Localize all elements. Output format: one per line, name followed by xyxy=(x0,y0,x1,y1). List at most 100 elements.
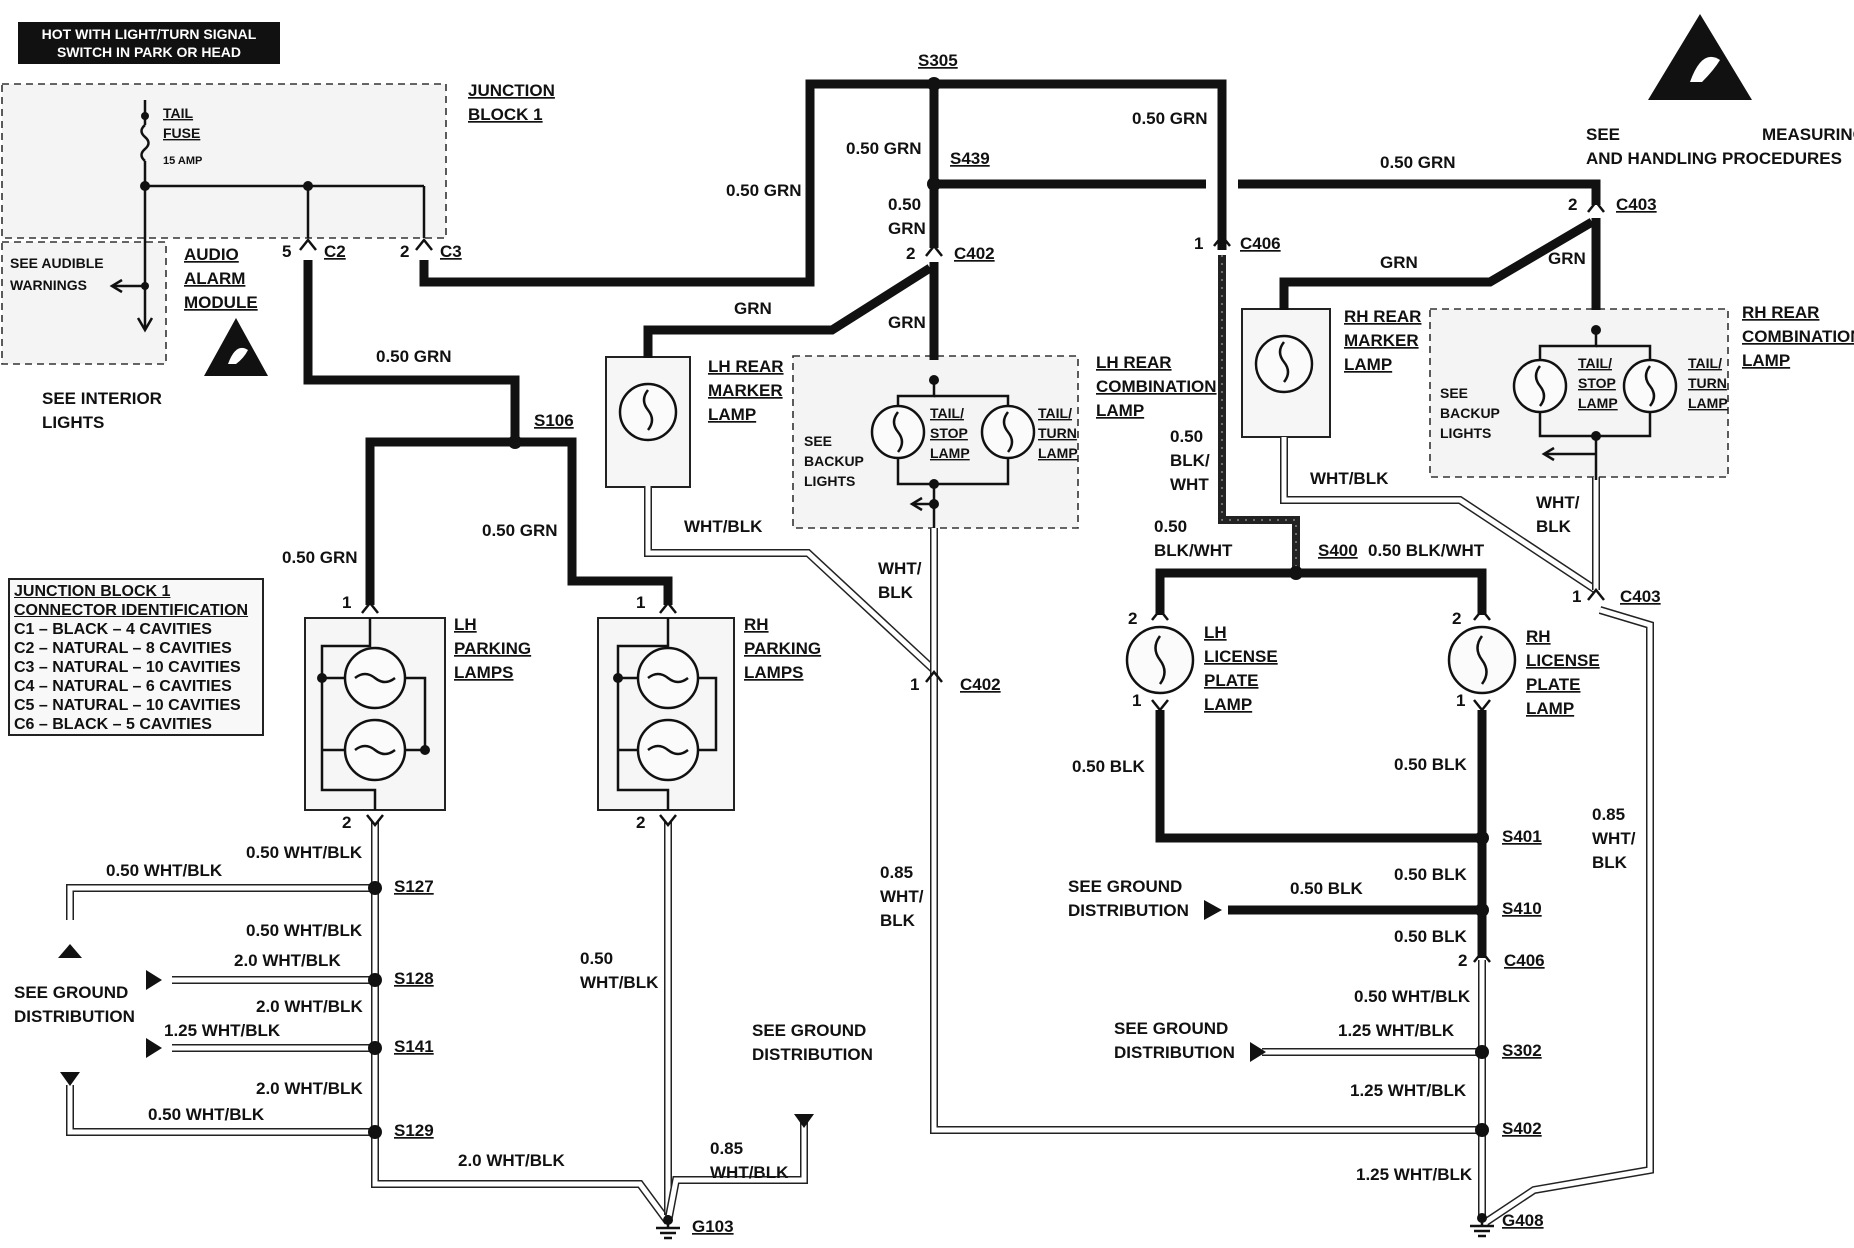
c402-bottom-label: C402 xyxy=(960,675,1001,694)
ground-ref-up-arrow-icon xyxy=(58,944,82,958)
rh-tail-turn-3: LAMP xyxy=(1688,395,1728,411)
lh-park-label-3: LAMPS xyxy=(454,663,514,682)
labels: JUNCTION BLOCK 1 TAIL FUSE 15 AMP 5 C2 2… xyxy=(10,51,1854,1236)
c403-top-connector-icon xyxy=(1587,199,1605,213)
splice-dot-s128 xyxy=(368,973,382,987)
wire-label-wb-10a: 0.85 xyxy=(880,863,913,882)
wire-label-wb-14: 0.50 WHT/BLK xyxy=(106,861,223,880)
jb-table-row: C1 – BLACK – 4 CAVITIES xyxy=(14,621,212,638)
lh-backup-1: SEE xyxy=(804,433,832,449)
lh-park-pin1-icon xyxy=(361,600,379,614)
wire-label-grn-4: 0.50 GRN xyxy=(1380,153,1456,172)
splice-dot-s141 xyxy=(368,1041,382,1055)
c3-pin: 2 xyxy=(400,242,409,261)
lh-plate-pin2: 2 xyxy=(1128,609,1137,628)
wire-label-bw-2a: 0.50 xyxy=(1154,517,1187,536)
rh-marker-label-2: MARKER xyxy=(1344,331,1419,350)
rh-tail-stop-1: TAIL/ xyxy=(1578,355,1612,371)
esd-note-2: AND HANDLING PROCEDURES xyxy=(1586,149,1842,168)
audio-alarm-2: ALARM xyxy=(184,269,245,288)
rh-tail-stop-3: LAMP xyxy=(1578,395,1618,411)
rh-plate-pin1-icon xyxy=(1473,699,1491,713)
lamp-bulbs xyxy=(317,325,1678,810)
ground-dist-mid-2: DISTRIBUTION xyxy=(752,1045,873,1064)
rh-park-label-1: RH xyxy=(744,615,769,634)
wire-label-wb-15: 0.50 WHT/BLK xyxy=(246,921,363,940)
s401-label: S401 xyxy=(1502,827,1542,846)
lh-marker-label-1: LH REAR xyxy=(708,357,784,376)
lh-tail-stop-1: TAIL/ xyxy=(930,405,964,421)
wire-label-wb-12a: 0.85 xyxy=(710,1139,743,1158)
s305-label: S305 xyxy=(918,51,958,70)
ground-ref-down-arrow-g103-icon xyxy=(794,1114,814,1128)
rh-rear-combination-box xyxy=(1429,308,1729,478)
splice-dot-s401 xyxy=(1475,831,1489,845)
esd-note-1: SEE xyxy=(1586,125,1620,144)
wire-label-bw-1c: WHT xyxy=(1170,475,1209,494)
rh-park-pin2-icon xyxy=(659,814,677,828)
rh-marker-label-1: RH REAR xyxy=(1344,307,1421,326)
lh-tail-stop-2: STOP xyxy=(930,425,968,441)
power-source-line-1: HOT WITH LIGHT/TURN SIGNAL xyxy=(41,26,257,42)
c403-bottom-connector-icon xyxy=(1587,587,1605,601)
wire-label-bw-2b: BLK/WHT xyxy=(1154,541,1233,560)
s302-label: S302 xyxy=(1502,1041,1542,1060)
splice-dot-s129 xyxy=(368,1125,382,1139)
wire-label-wb-9c: BLK xyxy=(1592,853,1628,872)
splice-dot-s410 xyxy=(1475,903,1489,917)
splice-points xyxy=(368,77,1489,1139)
c406-top-connector-icon xyxy=(1213,233,1231,247)
g103-ground-icon xyxy=(656,1215,680,1240)
wire-label-wb-2a: WHT/ xyxy=(878,559,922,578)
lh-plate-pin1: 1 xyxy=(1132,691,1141,710)
lh-comb-label-3: LAMP xyxy=(1096,401,1144,420)
fuse-rating: 15 AMP xyxy=(163,155,202,167)
c406-bottom-label: C406 xyxy=(1504,951,1545,970)
s439-label: S439 xyxy=(950,149,990,168)
whtblk-wires xyxy=(66,437,1654,1226)
wire-label-grn-8: GRN xyxy=(1380,253,1418,272)
splice-dot-s127 xyxy=(368,881,382,895)
wire-label-wb-6: 1.25 WHT/BLK xyxy=(1338,1021,1455,1040)
c406-bottom-pin: 2 xyxy=(1458,951,1467,970)
lh-backup-3: LIGHTS xyxy=(804,473,855,489)
ground-dist-mid-1: SEE GROUND xyxy=(752,1021,866,1040)
wire-label-wb-8: 1.25 WHT/BLK xyxy=(1356,1165,1473,1184)
wire-label-grn-10: 0.50 GRN xyxy=(376,347,452,366)
lh-plate-pin2-icon xyxy=(1151,607,1169,621)
fuse-label-1: TAIL xyxy=(163,105,194,121)
jb-table-row: JUNCTION BLOCK 1 xyxy=(14,583,171,600)
rh-tail-turn-1: TAIL/ xyxy=(1688,355,1722,371)
rh-plate-label-2: LICENSE xyxy=(1526,651,1600,670)
splice-dot-s402 xyxy=(1475,1123,1489,1137)
wire-label-blk-5: 0.50 BLK xyxy=(1394,927,1467,946)
lh-tail-turn-3: LAMP xyxy=(1038,445,1078,461)
c406-top-pin: 1 xyxy=(1194,234,1203,253)
wire-label-wb-17: 2.0 WHT/BLK xyxy=(256,997,363,1016)
s128-label: S128 xyxy=(394,969,434,988)
fuse-label-2: FUSE xyxy=(163,125,200,141)
wire-label-wb-12b: WHT/BLK xyxy=(710,1163,789,1182)
ground-ref-arrow-s141-icon xyxy=(146,1038,162,1058)
rh-comb-label-2: COMBINATION xyxy=(1742,327,1854,346)
rh-tail-stop-2: STOP xyxy=(1578,375,1616,391)
c402-bottom-pin: 1 xyxy=(910,675,919,694)
lh-marker-label-2: MARKER xyxy=(708,381,783,400)
esd-warning-small-icon xyxy=(204,318,268,376)
g408-ground-icon xyxy=(1470,1213,1494,1238)
lh-tail-turn-1: TAIL/ xyxy=(1038,405,1072,421)
rh-backup-2: BACKUP xyxy=(1440,405,1500,421)
audible-warnings-box xyxy=(1,241,167,365)
jb-table-row: CONNECTOR IDENTIFICATION xyxy=(14,602,249,619)
ground-ref-arrow-s302-icon xyxy=(1250,1042,1266,1062)
splice-dot-s106 xyxy=(508,435,522,449)
jb-table-row: C5 – NATURAL – 10 CAVITIES xyxy=(14,697,241,714)
lh-plate-label-4: LAMP xyxy=(1204,695,1252,714)
wire-label-wb-1: WHT/BLK xyxy=(684,517,763,536)
g103-label: G103 xyxy=(692,1217,734,1236)
power-source-line-2: SWITCH IN PARK OR HEAD xyxy=(56,44,242,60)
interior-lights-2: LIGHTS xyxy=(42,413,104,432)
grn-feed-wires xyxy=(303,79,1601,605)
wire-label-grn-12: 0.50 GRN xyxy=(482,521,558,540)
